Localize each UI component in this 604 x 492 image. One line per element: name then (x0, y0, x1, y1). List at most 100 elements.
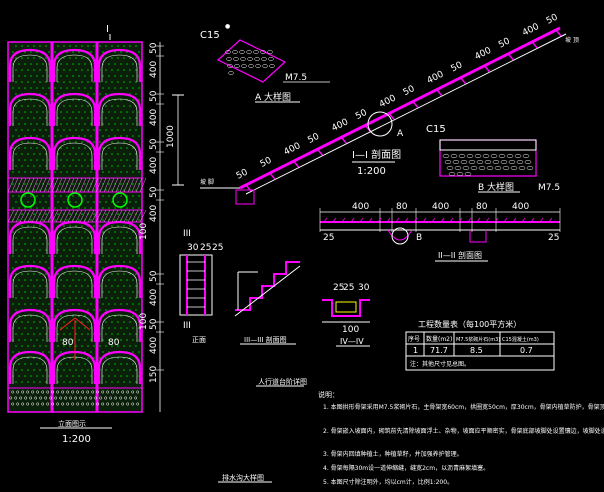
veg-dot (84, 231, 86, 233)
veg-dot (75, 189, 77, 191)
veg-dot (90, 135, 92, 137)
veg-dot (132, 75, 134, 77)
hatch-line (7, 177, 15, 193)
veg-dot (111, 321, 113, 323)
veg-dot (87, 237, 89, 239)
stone (66, 402, 70, 406)
surface-mark (377, 217, 382, 223)
veg-dot (108, 183, 110, 185)
table-header: 序号 (408, 335, 420, 343)
veg-dot (111, 117, 113, 119)
veg-dot (42, 171, 44, 173)
veg-dot (48, 207, 50, 209)
table-title: 工程数量表（每100平方米） (418, 319, 521, 329)
veg-dot (108, 147, 110, 149)
veg-dot (72, 267, 74, 269)
detail-b-cap (439, 139, 537, 151)
veg-dot (129, 333, 131, 335)
hatch-line (15, 177, 23, 193)
stone (9, 396, 13, 400)
surface-mark (503, 217, 508, 223)
stone (448, 171, 456, 177)
veg-dot (93, 261, 95, 263)
veg-dot (102, 147, 104, 149)
veg-dot (69, 297, 71, 299)
veg-dot (84, 243, 86, 245)
veg-dot (90, 243, 92, 245)
veg-dot (72, 243, 74, 245)
veg-dot (66, 159, 68, 161)
veg-dot (126, 291, 128, 293)
veg-dot (102, 195, 104, 197)
veg-dot (66, 255, 68, 257)
veg-dot (42, 123, 44, 125)
slope-dim: 50 (402, 84, 417, 98)
veg-dot (60, 231, 62, 233)
veg-dot (105, 285, 107, 287)
step-mark: III (183, 321, 191, 331)
veg-dot (132, 171, 134, 173)
stone (34, 396, 38, 400)
veg-dot (99, 189, 101, 191)
veg-dot (90, 111, 92, 113)
veg-dot (39, 189, 41, 191)
table-cell: 0.7 (520, 346, 533, 355)
veg-dot (66, 87, 68, 89)
veg-dot (120, 279, 122, 281)
veg-dot (126, 63, 128, 65)
veg-dot (66, 75, 68, 77)
arch-inner (12, 270, 48, 298)
veg-dot (12, 171, 14, 173)
veg-dot (111, 297, 113, 299)
hatch-line (55, 177, 63, 193)
veg-dot (111, 105, 113, 107)
marker-circle (67, 192, 83, 208)
veg-dot (132, 303, 134, 305)
veg-dot (126, 111, 128, 113)
veg-dot (132, 123, 134, 125)
stone (484, 159, 492, 165)
stone (76, 402, 80, 406)
hatch-line (15, 209, 23, 223)
hatch-line (115, 177, 123, 193)
veg-dot (27, 261, 29, 263)
marker-circle (112, 192, 128, 208)
veg-dot (132, 159, 134, 161)
veg-dot (75, 129, 77, 131)
veg-dot (129, 285, 131, 287)
hatch-line (11, 177, 19, 193)
veg-dot (120, 147, 122, 149)
veg-dot (72, 327, 74, 329)
hatch-line (35, 177, 43, 193)
veg-dot (18, 315, 20, 317)
veg-dot (24, 75, 26, 77)
veg-dot (57, 237, 59, 239)
veg-dot (75, 261, 77, 263)
veg-dot (120, 63, 122, 65)
veg-dot (48, 135, 50, 137)
veg-dot (123, 249, 125, 251)
veg-dot (18, 147, 20, 149)
veg-dot (63, 69, 65, 71)
hatch-line (139, 209, 147, 223)
veg-dot (132, 243, 134, 245)
veg-dot (108, 123, 110, 125)
veg-dot (45, 213, 47, 215)
stone (482, 153, 490, 159)
veg-dot (84, 111, 86, 113)
veg-dot (24, 255, 26, 257)
veg-dot (132, 291, 134, 293)
stone (41, 390, 45, 394)
veg-dot (123, 141, 125, 143)
veg-dot (24, 279, 26, 281)
veg-dot (84, 123, 86, 125)
stone (71, 402, 75, 406)
stone (56, 402, 60, 406)
veg-dot (15, 153, 17, 155)
veg-dot (117, 357, 119, 359)
veg-dot (12, 363, 14, 365)
stone (494, 165, 502, 171)
caption-bottom: 排水沟大样图 (222, 473, 264, 482)
veg-dot (123, 381, 125, 383)
veg-dot (78, 255, 80, 257)
